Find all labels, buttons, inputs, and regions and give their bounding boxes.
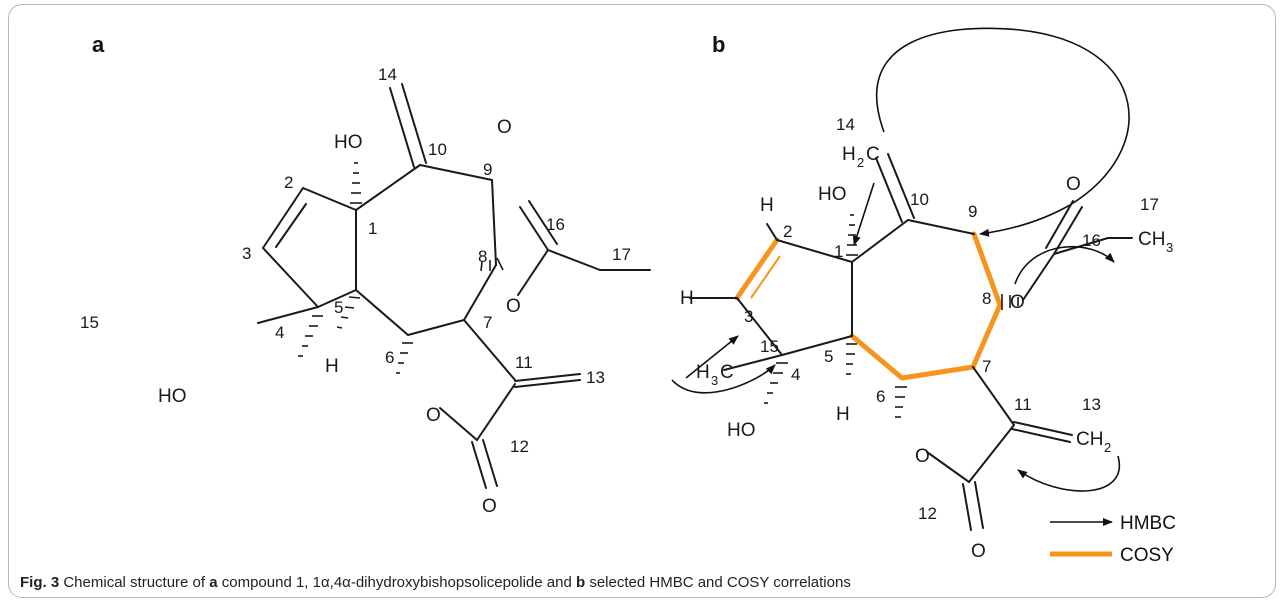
atom-number-a-1: 1 <box>368 219 377 238</box>
stereo-hash-bonds-a <box>298 162 504 374</box>
atom-label-o-b-ester: O <box>1010 292 1025 313</box>
atom-label-h-b5: H <box>836 404 850 425</box>
panel-label-b: b <box>712 32 725 57</box>
atom-number-a-6: 6 <box>385 348 394 367</box>
panel-b-structure: b <box>671 27 1173 562</box>
atom-label-o-b-carbonyl: O <box>1066 174 1081 195</box>
atom-number-a-16: 16 <box>546 215 565 234</box>
atom-label-ch3: CH 3 <box>1138 229 1173 255</box>
h3c-subscript: 3 <box>711 373 718 388</box>
atom-number-b-16: 16 <box>1082 231 1101 250</box>
panel-a-structure: a <box>80 32 651 517</box>
caption-panel-a: a <box>209 574 218 591</box>
ch2-subscript: 2 <box>1104 440 1111 455</box>
atom-label-h-b3: H <box>680 288 694 309</box>
legend: HMBC COSY <box>1050 513 1176 566</box>
legend-hmbc-label: HMBC <box>1120 513 1176 534</box>
atom-number-b-5: 5 <box>824 347 833 366</box>
atom-label-ho-a4: HO <box>158 386 187 407</box>
caption-text-1: Chemical structure of <box>63 574 210 591</box>
h3c-h: H <box>696 362 710 383</box>
atom-number-b-12: 12 <box>918 504 937 523</box>
atom-number-a-13: 13 <box>586 368 605 387</box>
caption-text-2: compound 1, 1α,4α-dihydroxybishopsolicep… <box>217 574 576 591</box>
caption-fig-label: Fig. 3 <box>20 574 60 591</box>
atom-label-h2c: H 2 C <box>842 144 880 170</box>
atom-label-h3c: H 3 C <box>696 362 734 388</box>
atom-number-b-1: 1 <box>834 242 843 261</box>
atom-number-a-2: 2 <box>284 173 293 192</box>
figure-caption: Fig. 3 Chemical structure of a compound … <box>20 574 851 591</box>
atom-label-o-b-ring: O <box>915 446 930 467</box>
atom-number-b-4: 4 <box>791 365 800 384</box>
atom-number-b-17: 17 <box>1140 195 1159 214</box>
panel-label-a: a <box>92 32 105 57</box>
h2c-subscript: 2 <box>857 155 864 170</box>
atom-number-b-2: 2 <box>783 222 792 241</box>
atom-number-a-8: 8 <box>478 247 487 266</box>
atom-label-ch2: CH 2 <box>1076 429 1111 455</box>
atom-number-a-4: 4 <box>275 323 284 342</box>
atom-number-b-14: 14 <box>836 115 855 134</box>
atom-label-h-b2: H <box>760 195 774 216</box>
atom-number-b-10: 10 <box>910 190 929 209</box>
h2c-c: C <box>866 144 880 165</box>
atom-label-h-a5: H <box>325 356 339 377</box>
figure-frame <box>8 4 1276 598</box>
ch2-ch: CH <box>1076 429 1103 450</box>
atom-label-ho-a1: HO <box>334 132 363 153</box>
atom-number-b-6: 6 <box>876 387 885 406</box>
atom-label-ho-b4: HO <box>727 420 756 441</box>
atom-number-a-12: 12 <box>510 437 529 456</box>
caption-panel-b: b <box>575 574 586 591</box>
atom-number-a-17: 17 <box>612 245 631 264</box>
atom-number-a-15: 15 <box>80 313 99 332</box>
atom-number-b-13: 13 <box>1082 395 1101 414</box>
h3c-c: C <box>720 362 734 383</box>
atom-number-b-7: 7 <box>982 357 991 376</box>
atom-label-ho-b1: HO <box>818 184 847 205</box>
atom-label-o-a-ring: O <box>426 405 441 426</box>
atom-label-o-a-ester: O <box>506 296 521 317</box>
stereo-hash-bonds-b <box>764 214 1019 418</box>
ch3-ch: CH <box>1138 229 1165 250</box>
atom-number-a-9: 9 <box>483 160 492 179</box>
atom-number-a-5: 5 <box>334 298 343 317</box>
atom-number-a-7: 7 <box>483 313 492 332</box>
atom-number-b-3: 3 <box>744 307 753 326</box>
atom-label-o-a-lactone: O <box>482 496 497 517</box>
atom-label-o-b-lactone: O <box>971 541 986 562</box>
hmbc-correlation-arrows <box>671 27 1130 492</box>
atom-number-a-11: 11 <box>515 353 533 372</box>
atom-label-o-a-carbonyl: O <box>497 117 512 138</box>
atom-number-a-10: 10 <box>428 140 447 159</box>
atom-number-b-8: 8 <box>982 289 991 308</box>
h2c-h: H <box>842 144 856 165</box>
atom-number-a-14: 14 <box>378 65 397 84</box>
atom-number-a-3: 3 <box>242 244 251 263</box>
caption-text-3: selected HMBC and COSY correlations <box>585 574 851 591</box>
atom-number-b-9: 9 <box>968 202 977 221</box>
ch3-subscript: 3 <box>1166 240 1173 255</box>
atom-number-b-15: 15 <box>760 337 779 356</box>
atom-number-b-11: 11 <box>1014 395 1032 414</box>
legend-cosy-label: COSY <box>1120 545 1174 566</box>
